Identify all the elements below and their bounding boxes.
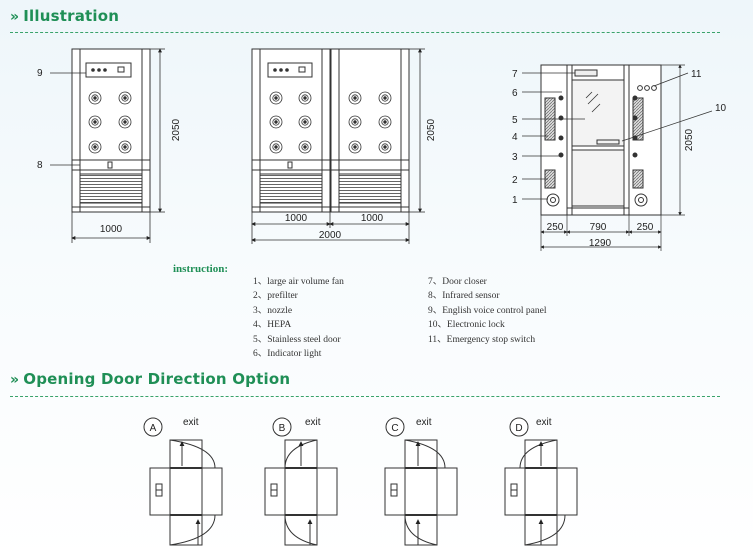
illustration-divider: [10, 32, 720, 33]
option-c: [384, 417, 458, 546]
side-height-label: 2050: [684, 128, 695, 151]
option-d-exit: exit: [536, 417, 552, 428]
side-total-label: 1290: [589, 238, 612, 249]
option-b: [264, 417, 338, 546]
side-seg-right-label: 250: [637, 222, 654, 233]
option-a: [143, 417, 223, 546]
single-unit-dimensions: [50, 48, 165, 243]
callout-5: 5: [512, 115, 518, 126]
side-seg-left-label: 250: [547, 222, 564, 233]
callout-6: 6: [512, 88, 518, 99]
double-chevron-icon: »: [10, 9, 20, 25]
callout-8: 8: [37, 160, 43, 171]
instruction-heading: instruction:: [173, 263, 228, 275]
double-unit-front-view: [251, 48, 410, 213]
callout-7: 7: [512, 69, 518, 80]
callout-3: 3: [512, 152, 518, 163]
list-item: 9、English voice control panel: [428, 305, 547, 316]
illustration-title: »Illustration: [10, 7, 120, 25]
list-item: 11、Emergency stop switch: [428, 334, 536, 345]
option-c-letter: C: [391, 423, 398, 434]
callout-10: 10: [715, 103, 727, 114]
side-seg-mid-label: 790: [590, 222, 607, 233]
instruction-list-left: 1、large air volume fan 2、prefilter 3、noz…: [253, 275, 344, 361]
single-unit-front-view: [71, 48, 151, 213]
option-a-exit: exit: [183, 417, 199, 428]
list-item: 3、nozzle: [253, 305, 293, 316]
list-item: 8、Infrared sensor: [428, 291, 500, 302]
option-b-letter: B: [279, 423, 286, 434]
side-section-view: [540, 64, 662, 216]
option-d: [504, 417, 578, 546]
list-item: 6、Indicator light: [253, 349, 322, 360]
list-item: 5、Stainless steel door: [253, 334, 341, 345]
option-c-exit: exit: [416, 417, 432, 428]
callout-1: 1: [512, 195, 518, 206]
side-section-leaders: [522, 64, 713, 251]
double-width-total-label: 2000: [319, 230, 342, 241]
double-width-left-label: 1000: [285, 213, 308, 224]
option-d-letter: D: [515, 423, 522, 434]
double-width-right-label: 1000: [361, 213, 384, 224]
callout-4: 4: [512, 132, 518, 143]
list-item: 2、prefilter: [253, 291, 298, 302]
callout-2: 2: [512, 175, 518, 186]
opening-title: »Opening Door Direction Option: [10, 370, 291, 388]
list-item: 4、HEPA: [253, 320, 292, 331]
option-a-letter: A: [150, 423, 157, 434]
list-item: 10、Electronic lock: [428, 320, 505, 331]
callout-9: 9: [37, 68, 43, 79]
list-item: 7、Door closer: [428, 277, 487, 287]
double-chevron-icon: »: [10, 372, 20, 388]
callout-11: 11: [691, 69, 702, 80]
double-unit-dimensions: [251, 48, 425, 244]
option-b-exit: exit: [305, 417, 321, 428]
double-height-label: 2050: [426, 118, 437, 141]
instruction-list-right: 7、Door closer 8、Infrared sensor 9、Englis…: [428, 275, 546, 347]
list-item: 1、large air volume fan: [253, 277, 344, 287]
single-height-label: 2050: [171, 118, 182, 141]
opening-divider: [10, 396, 720, 397]
single-width-label: 1000: [100, 224, 123, 235]
